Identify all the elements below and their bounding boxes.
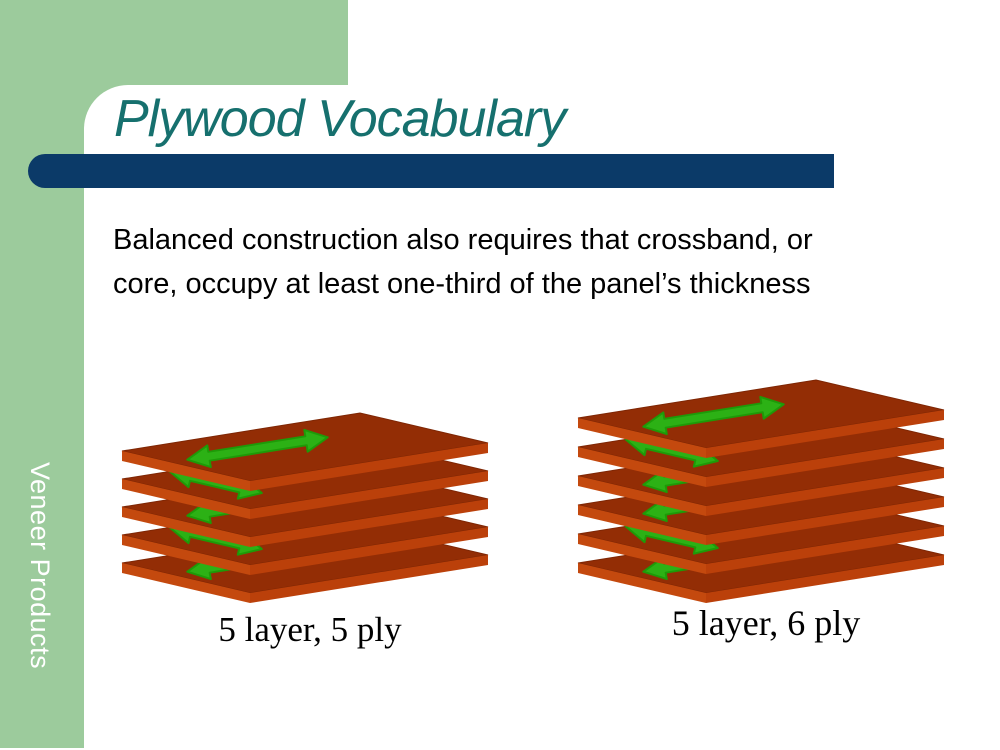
board-face bbox=[122, 507, 250, 547]
board-face bbox=[250, 443, 488, 491]
board-face bbox=[250, 555, 488, 603]
board-face bbox=[706, 410, 944, 458]
title-accent-bar bbox=[28, 154, 834, 188]
board-face bbox=[250, 527, 488, 575]
board-face bbox=[578, 447, 706, 487]
board-face bbox=[122, 479, 250, 519]
board-face bbox=[578, 534, 706, 574]
grain-direction-arrow bbox=[642, 395, 785, 436]
board-face bbox=[578, 418, 706, 458]
board-face bbox=[122, 451, 250, 491]
board-face bbox=[250, 471, 488, 519]
caption-6-ply: 5 layer, 6 ply bbox=[671, 603, 861, 643]
board-face bbox=[578, 476, 706, 516]
slide-title: Plywood Vocabulary bbox=[114, 90, 566, 148]
board-face bbox=[706, 555, 944, 603]
board-face bbox=[250, 499, 488, 547]
board-face bbox=[122, 535, 250, 575]
board-face bbox=[706, 468, 944, 516]
board-face bbox=[706, 497, 944, 545]
plywood-stack-5ply-diagram bbox=[121, 412, 489, 603]
board-face bbox=[578, 505, 706, 545]
board-face bbox=[706, 526, 944, 574]
green-sidebar bbox=[0, 0, 84, 748]
board-face bbox=[578, 563, 706, 603]
board-face bbox=[706, 439, 944, 487]
caption-5-ply: 5 layer, 5 ply bbox=[218, 610, 402, 649]
body-paragraph: Balanced construction also requires that… bbox=[113, 224, 813, 300]
sidebar-vertical-label: Veneer Products bbox=[25, 462, 55, 670]
board-face bbox=[122, 563, 250, 603]
plywood-stack-6ply-diagram bbox=[577, 379, 945, 603]
grain-direction-arrow bbox=[186, 428, 329, 469]
